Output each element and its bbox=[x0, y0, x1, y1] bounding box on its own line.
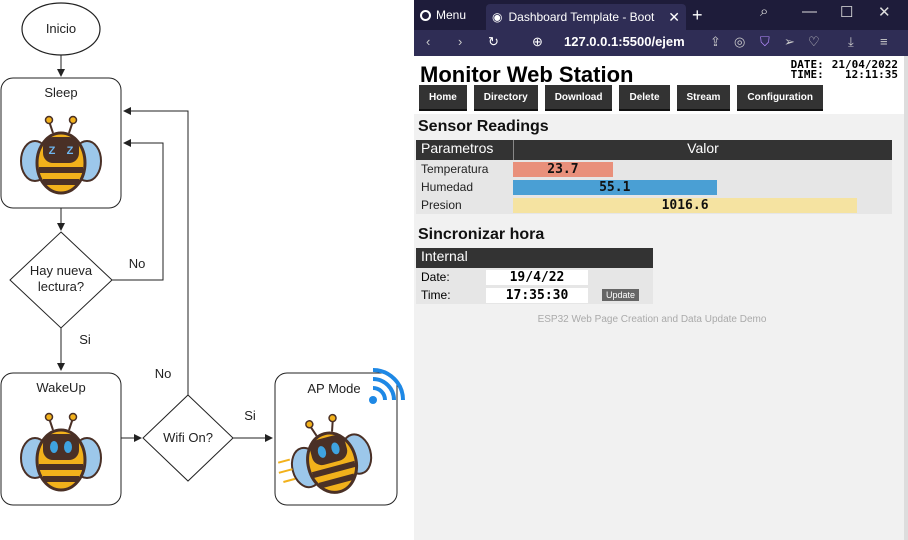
nav-delete-button[interactable]: Delete bbox=[619, 85, 670, 111]
no-wifi-edge-label: No bbox=[155, 366, 172, 381]
yes-wifi-edge-label: Si bbox=[244, 408, 256, 423]
camera-icon[interactable]: ◎ bbox=[734, 34, 746, 49]
datetime-display: DATE: 21/04/2022 TIME: 12:11:35 bbox=[790, 58, 898, 81]
new-reading-label-1: Hay nueva bbox=[30, 263, 93, 278]
nav-stream-button[interactable]: Stream bbox=[676, 85, 731, 111]
svg-text:Z: Z bbox=[67, 145, 74, 157]
flying-bee-icon bbox=[277, 405, 380, 504]
time-value: 12:11:35 bbox=[845, 68, 898, 81]
wifi-icon bbox=[369, 368, 405, 404]
browser-window: Menu ◉ Dashboard Template - Boot ✕ + ⌕ —… bbox=[414, 0, 908, 540]
site-info-icon[interactable]: ⊕ bbox=[532, 34, 543, 49]
sync-section-title: Sincronizar hora bbox=[418, 226, 545, 243]
sync-date-label: Date: bbox=[421, 270, 450, 284]
yes-reading-edge-label: Si bbox=[79, 332, 91, 347]
sensor-row: Presion 1016.6 bbox=[416, 196, 892, 214]
sync-table: Internal Date: 19/4/22 Time: 17:35:30 Up… bbox=[416, 248, 653, 304]
forward-icon[interactable]: › bbox=[458, 34, 463, 49]
sync-table-header: Internal bbox=[416, 248, 653, 268]
update-button[interactable]: Update bbox=[602, 289, 640, 301]
nav-bar: Home Directory Download Delete Stream Co… bbox=[419, 85, 823, 111]
sensor-value-bar: 23.7 bbox=[513, 161, 613, 177]
page-title: Monitor Web Station bbox=[420, 62, 634, 87]
sensor-section-title: Sensor Readings bbox=[418, 118, 549, 135]
nav-home-button[interactable]: Home bbox=[419, 85, 467, 111]
download-icon[interactable]: ⤓ bbox=[848, 34, 854, 49]
heart-icon[interactable]: ♡ bbox=[808, 34, 820, 49]
back-icon[interactable]: ‹ bbox=[426, 34, 431, 49]
active-tab[interactable]: ◉ Dashboard Template - Boot ✕ bbox=[486, 4, 686, 30]
new-reading-label-2: lectura? bbox=[38, 279, 84, 294]
nav-configuration-button[interactable]: Configuration bbox=[737, 85, 823, 111]
sleep-label: Sleep bbox=[44, 85, 77, 100]
sensor-row: Humedad 55.1 bbox=[416, 178, 892, 196]
maximize-icon[interactable]: ☐ bbox=[840, 4, 854, 21]
settings-icon[interactable]: ≡ bbox=[880, 34, 888, 49]
value-column-header: Valor bbox=[687, 140, 719, 156]
sync-time-row: Time: 17:35:30 Update bbox=[416, 286, 653, 304]
page-header: Monitor Web Station DATE: 21/04/2022 TIME… bbox=[414, 56, 904, 114]
scrollbar[interactable] bbox=[904, 56, 908, 540]
wifi-decision-label: Wifi On? bbox=[163, 430, 213, 445]
sensor-name: Temperatura bbox=[421, 162, 489, 176]
tab-favicon-icon: ◉ bbox=[492, 10, 503, 24]
web-page: Monitor Web Station DATE: 21/04/2022 TIME… bbox=[414, 56, 904, 540]
sync-date-row: Date: 19/4/22 bbox=[416, 268, 653, 286]
new-tab-icon[interactable]: + bbox=[692, 5, 703, 25]
svg-text:Z: Z bbox=[49, 145, 56, 157]
opera-logo-icon bbox=[420, 9, 431, 21]
address-bar: ‹ › ↻ ⊕ 127.0.0.1:5500/ejem ⇪ ◎ ⛉ ➢ ♡ ⤓ … bbox=[414, 30, 908, 56]
sensor-name: Presion bbox=[421, 198, 462, 212]
sync-time-field[interactable]: 17:35:30 bbox=[486, 287, 588, 303]
date-label: DATE: bbox=[790, 58, 824, 71]
time-label: TIME: bbox=[790, 68, 824, 81]
reload-icon[interactable]: ↻ bbox=[488, 34, 499, 49]
sync-time-label: Time: bbox=[421, 288, 451, 302]
sync-date-field[interactable]: 19/4/22 bbox=[486, 269, 588, 285]
date-value: 21/04/2022 bbox=[831, 58, 898, 71]
share-icon[interactable]: ⇪ bbox=[710, 34, 721, 49]
tab-title: Dashboard Template - Boot bbox=[508, 10, 655, 24]
page-footer: ESP32 Web Page Creation and Data Update … bbox=[537, 314, 767, 325]
flowchart: Inicio Sleep Z Z Hay nueva lectura? No S… bbox=[0, 2, 405, 506]
no-reading-edge-label: No bbox=[129, 256, 146, 271]
search-icon[interactable]: ⌕ bbox=[760, 3, 769, 20]
close-tab-icon[interactable]: ✕ bbox=[668, 8, 680, 25]
sensor-name: Humedad bbox=[421, 180, 474, 194]
sensor-table-header: Parametros Valor bbox=[416, 140, 892, 160]
tab-bar: Menu ◉ Dashboard Template - Boot ✕ + ⌕ —… bbox=[414, 0, 908, 30]
awake-bee-icon bbox=[19, 412, 103, 492]
sleeping-bee-icon: Z Z bbox=[19, 115, 103, 195]
wakeup-label: WakeUp bbox=[36, 380, 85, 395]
start-label: Inicio bbox=[46, 21, 76, 36]
sensor-value-bar: 1016.6 bbox=[513, 197, 858, 213]
menu-button[interactable]: Menu bbox=[420, 6, 466, 24]
sensor-row: Temperatura 23.7 bbox=[416, 160, 892, 178]
param-column-header: Parametros bbox=[416, 140, 514, 160]
send-icon[interactable]: ➢ bbox=[784, 34, 795, 49]
url-field[interactable]: 127.0.0.1:5500/ejem bbox=[564, 34, 685, 49]
nav-download-button[interactable]: Download bbox=[544, 85, 613, 111]
minimize-icon[interactable]: — bbox=[802, 3, 817, 20]
shield-icon[interactable]: ⛉ bbox=[760, 34, 770, 49]
nav-directory-button[interactable]: Directory bbox=[473, 85, 538, 111]
menu-label: Menu bbox=[436, 8, 467, 22]
sensor-value-bar: 55.1 bbox=[513, 179, 717, 195]
ap-mode-label: AP Mode bbox=[307, 381, 360, 396]
close-window-icon[interactable]: ✕ bbox=[878, 4, 891, 21]
wifi-decision bbox=[142, 394, 234, 482]
